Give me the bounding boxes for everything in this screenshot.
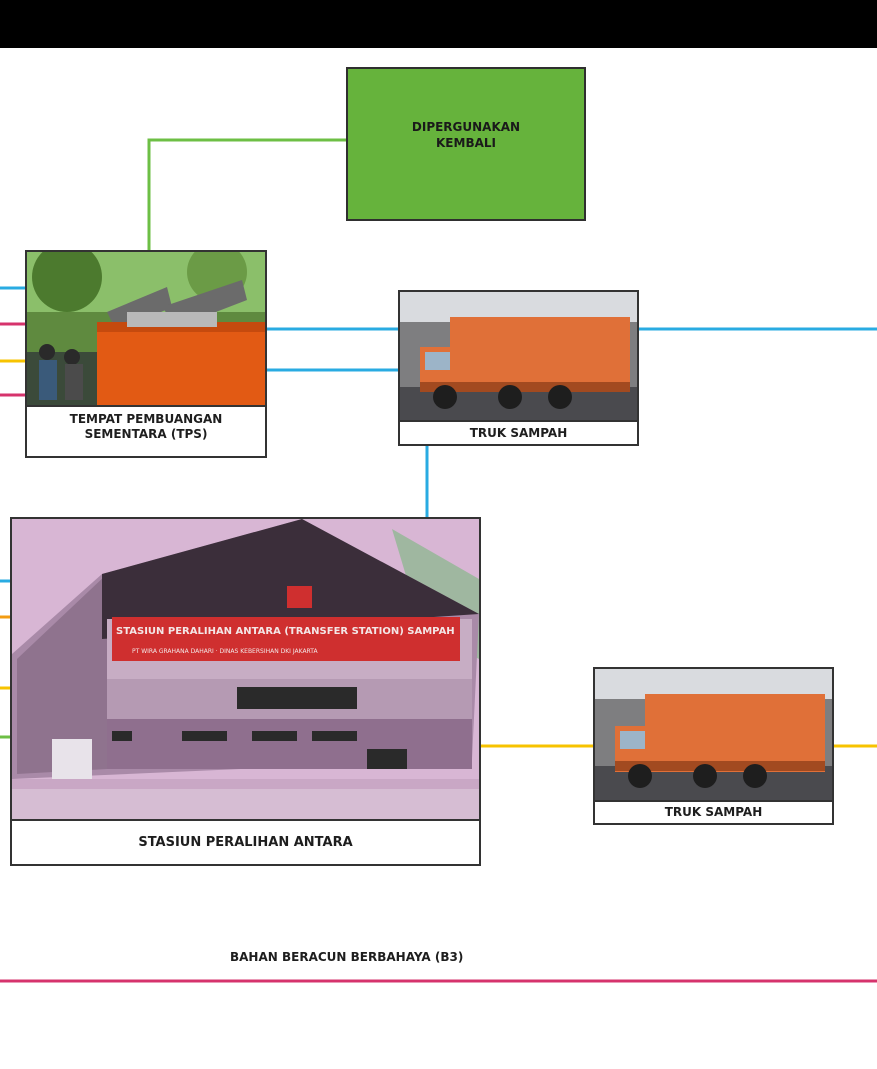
tps-node: TEMPAT PEMBUANGAN SEMENTARA (TPS)	[25, 250, 267, 458]
station-sign-subtext: PT WIRA GRAHANA DAHARI · DINAS KEBERSIHA…	[132, 648, 318, 655]
truck-node-2: TRUK SAMPAH	[593, 667, 834, 825]
b3-label: BAHAN BERACUN BERBAHAYA (B3)	[230, 950, 464, 964]
truck-caption-2: TRUK SAMPAH	[664, 805, 763, 819]
truck-photo-2	[595, 669, 832, 802]
station-sign-text: STASIUN PERALIHAN ANTARA (TRANSFER STATI…	[116, 626, 455, 637]
tps-photo	[27, 252, 265, 407]
reuse-box-label: DIPERGUNAKAN KEMBALI	[411, 120, 521, 150]
truck-node-1: TRUK SAMPAH	[398, 290, 639, 446]
top-banner	[0, 0, 877, 48]
transfer-station-node: STASIUN PERALIHAN ANTARA (TRANSFER STATI…	[10, 517, 481, 866]
tps-caption: TEMPAT PEMBUANGAN SEMENTARA (TPS)	[69, 412, 223, 441]
transfer-station-caption: STASIUN PERALIHAN ANTARA	[138, 835, 353, 850]
reuse-box: DIPERGUNAKAN KEMBALI	[346, 67, 586, 221]
transfer-station-photo: STASIUN PERALIHAN ANTARA (TRANSFER STATI…	[12, 519, 479, 821]
reuse-connector-line	[147, 138, 346, 251]
truck-photo-1	[400, 292, 637, 422]
truck-caption-1: TRUK SAMPAH	[469, 426, 568, 440]
